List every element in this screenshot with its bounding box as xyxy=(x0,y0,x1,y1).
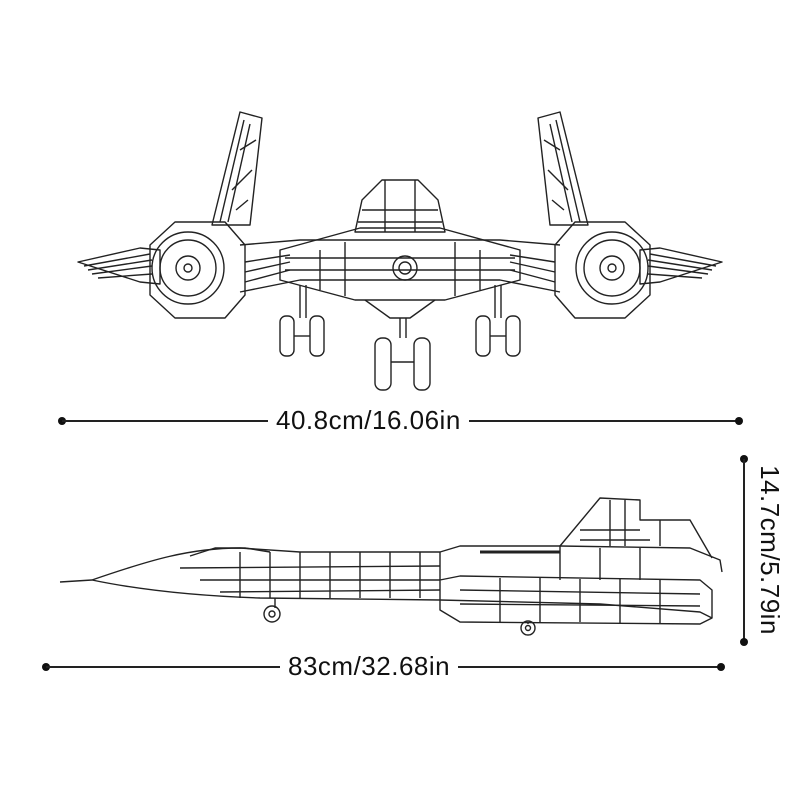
height-line xyxy=(743,459,745,641)
front-view-aircraft xyxy=(77,111,723,391)
height-bottom-endpoint xyxy=(740,638,748,646)
width-right-endpoint xyxy=(735,417,743,425)
length-label: 83cm/32.68in xyxy=(280,651,459,681)
length-right-endpoint xyxy=(717,663,725,671)
width-label: 40.8cm/16.06in xyxy=(268,405,469,435)
height-label: 14.7cm/5.79in xyxy=(755,460,785,640)
side-view-aircraft xyxy=(59,497,723,636)
